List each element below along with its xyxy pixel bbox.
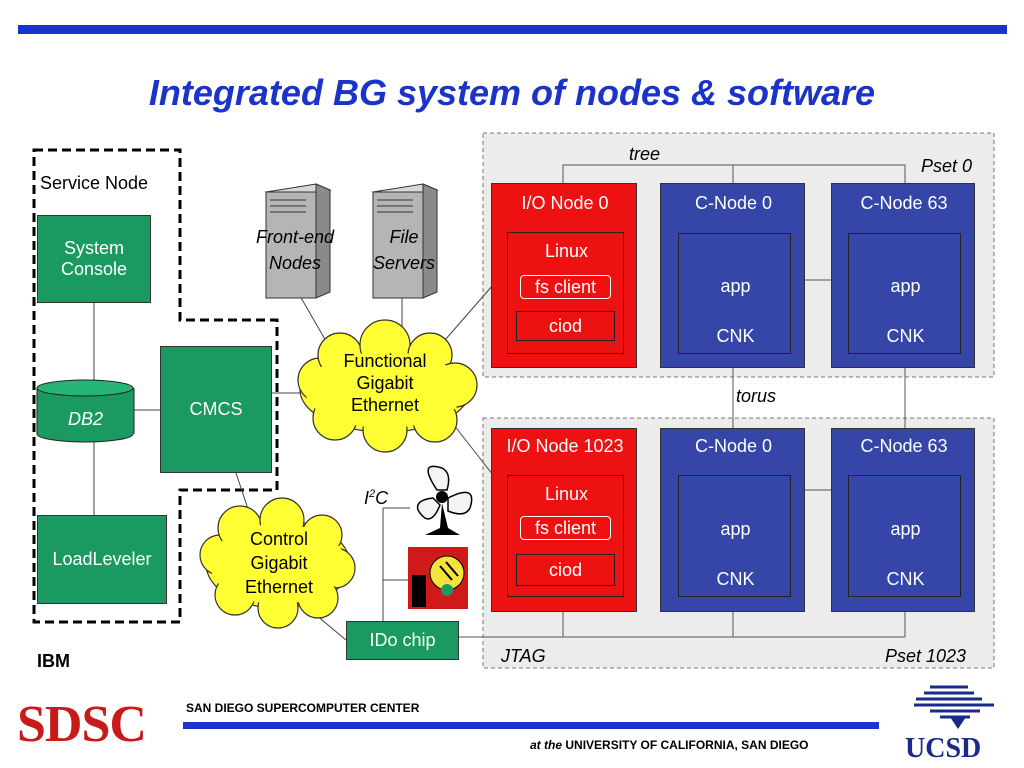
torus-label: torus <box>736 386 777 406</box>
c-node-63-pset0[interactable]: C-Node 63 app CNK <box>831 183 975 368</box>
io-node-0-label: I/O Node 0 <box>521 193 609 213</box>
pset1023-label: Pset 1023 <box>885 646 967 666</box>
functional-io0-line <box>444 284 494 341</box>
c-node-0-pset1023[interactable]: C-Node 0 app CNK <box>660 428 805 612</box>
linux-label: Linux <box>544 241 589 261</box>
cnk-label: CNK <box>886 569 925 589</box>
control-ethernet-label: Control Gigabit Ethernet <box>244 529 314 597</box>
loadleveler-box[interactable]: LoadLeveler <box>37 515 167 604</box>
c-node-63-pset1023[interactable]: C-Node 63 app CNK <box>831 428 975 612</box>
cmcs-box[interactable]: CMCS <box>160 346 272 473</box>
front-end-server-icon <box>264 183 332 299</box>
fs-client-box: fs client <box>520 275 611 299</box>
cnk-label: CNK <box>716 326 755 346</box>
sdsc-logo: SDSC <box>17 696 147 753</box>
cnk-label: CNK <box>886 326 925 346</box>
app-label: app <box>720 519 751 539</box>
system-console-label: System Console <box>60 238 128 279</box>
system-console-box[interactable]: System Console <box>37 215 151 303</box>
c-node-0-pset0[interactable]: C-Node 0 app CNK <box>660 183 805 368</box>
cnk-label: CNK <box>716 569 755 589</box>
cnk-frame: app CNK <box>678 475 791 597</box>
io-node-0[interactable]: I/O Node 0 Linux fs client ciod <box>491 183 637 368</box>
ciod-box: ciod <box>516 311 615 341</box>
file-server-icon <box>371 183 439 299</box>
c-node-0-label: C-Node 0 <box>694 193 773 213</box>
fan-icon <box>416 465 473 535</box>
front-end-nodes-label: Front-end Nodes <box>255 227 335 273</box>
footer-rule <box>183 722 879 729</box>
jtag-label: JTAG <box>501 646 546 666</box>
i2c-label: I2C <box>364 488 389 508</box>
cnk-frame: app CNK <box>848 233 961 354</box>
ido-chip-label: IDo chip <box>369 630 436 650</box>
functional-ethernet-label: Functional Gigabit Ethernet <box>343 351 427 415</box>
slide-title: Integrated BG system of nodes & software <box>148 72 876 113</box>
loadleveler-label: LoadLeveler <box>52 549 152 569</box>
ciod-label: ciod <box>548 316 583 336</box>
pset0-label: Pset 0 <box>921 156 973 176</box>
app-label: app <box>890 519 921 539</box>
c-node-0-label: C-Node 0 <box>694 436 773 456</box>
fs-client-label: fs client <box>534 277 597 297</box>
linux-label: Linux <box>544 484 589 504</box>
io-node-1023[interactable]: I/O Node 1023 Linux fs client ciod <box>491 428 637 612</box>
ciod-label: ciod <box>548 560 583 580</box>
fs-client-label: fs client <box>534 518 597 538</box>
functional-cloud-shape <box>297 319 478 453</box>
ucsd-logo: UCSD <box>905 733 982 764</box>
cmcs-label: CMCS <box>189 399 243 419</box>
tree-line <box>562 164 906 183</box>
service-node-label: Service Node <box>40 173 149 193</box>
university-line: at the UNIVERSITY OF CALIFORNIA, SAN DIE… <box>530 738 809 752</box>
cnk-frame: app CNK <box>678 233 791 354</box>
ciod-box: ciod <box>516 554 615 586</box>
app-label: app <box>720 276 751 296</box>
service-node-outline <box>32 148 279 624</box>
top-rule <box>18 25 1007 34</box>
functional-io1023-line <box>449 419 494 476</box>
linux-frame: Linux fs client ciod <box>507 232 624 354</box>
control-cloud-shape <box>199 497 356 629</box>
power-plug-icon <box>408 547 468 609</box>
c-node-63-label: C-Node 63 <box>860 193 948 213</box>
app-label: app <box>890 276 921 296</box>
file-servers-label: File Servers <box>372 227 435 273</box>
db2-label: DB2 <box>67 409 103 429</box>
ido-chip-box[interactable]: IDo chip <box>346 621 459 660</box>
tree-label: tree <box>629 144 661 164</box>
io-node-1023-label: I/O Node 1023 <box>506 436 624 456</box>
db2-cylinder-shape <box>36 379 135 443</box>
c-node-63-label: C-Node 63 <box>860 436 948 456</box>
cnk-frame: app CNK <box>848 475 961 597</box>
sdsc-name: SAN DIEGO SUPERCOMPUTER CENTER <box>186 701 420 715</box>
ibm-label: IBM <box>37 651 70 671</box>
ucsd-wave-icon <box>914 685 994 729</box>
linux-frame: Linux fs client ciod <box>507 475 624 597</box>
fs-client-box: fs client <box>520 516 611 540</box>
